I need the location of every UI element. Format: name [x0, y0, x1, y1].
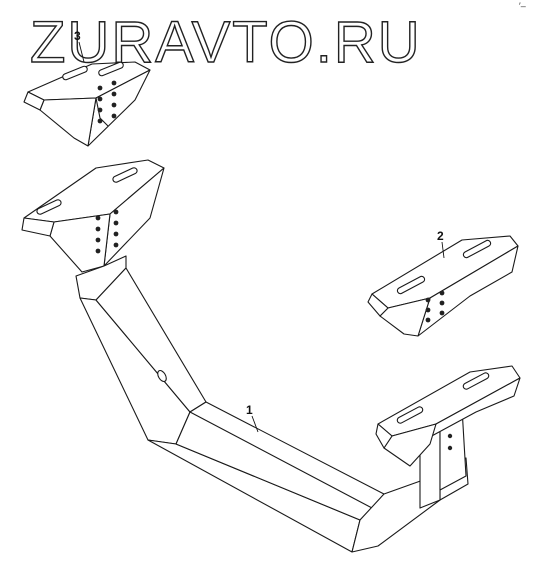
callout-1: 1: [246, 403, 253, 417]
corner-mark: ′–: [519, 1, 526, 11]
callout-2: 2: [437, 229, 444, 243]
part-1-crossmember: [21, 159, 521, 553]
part-2-bracket: [367, 235, 519, 337]
callout-3: 3: [74, 29, 81, 43]
part-3-bracket: [23, 41, 151, 147]
